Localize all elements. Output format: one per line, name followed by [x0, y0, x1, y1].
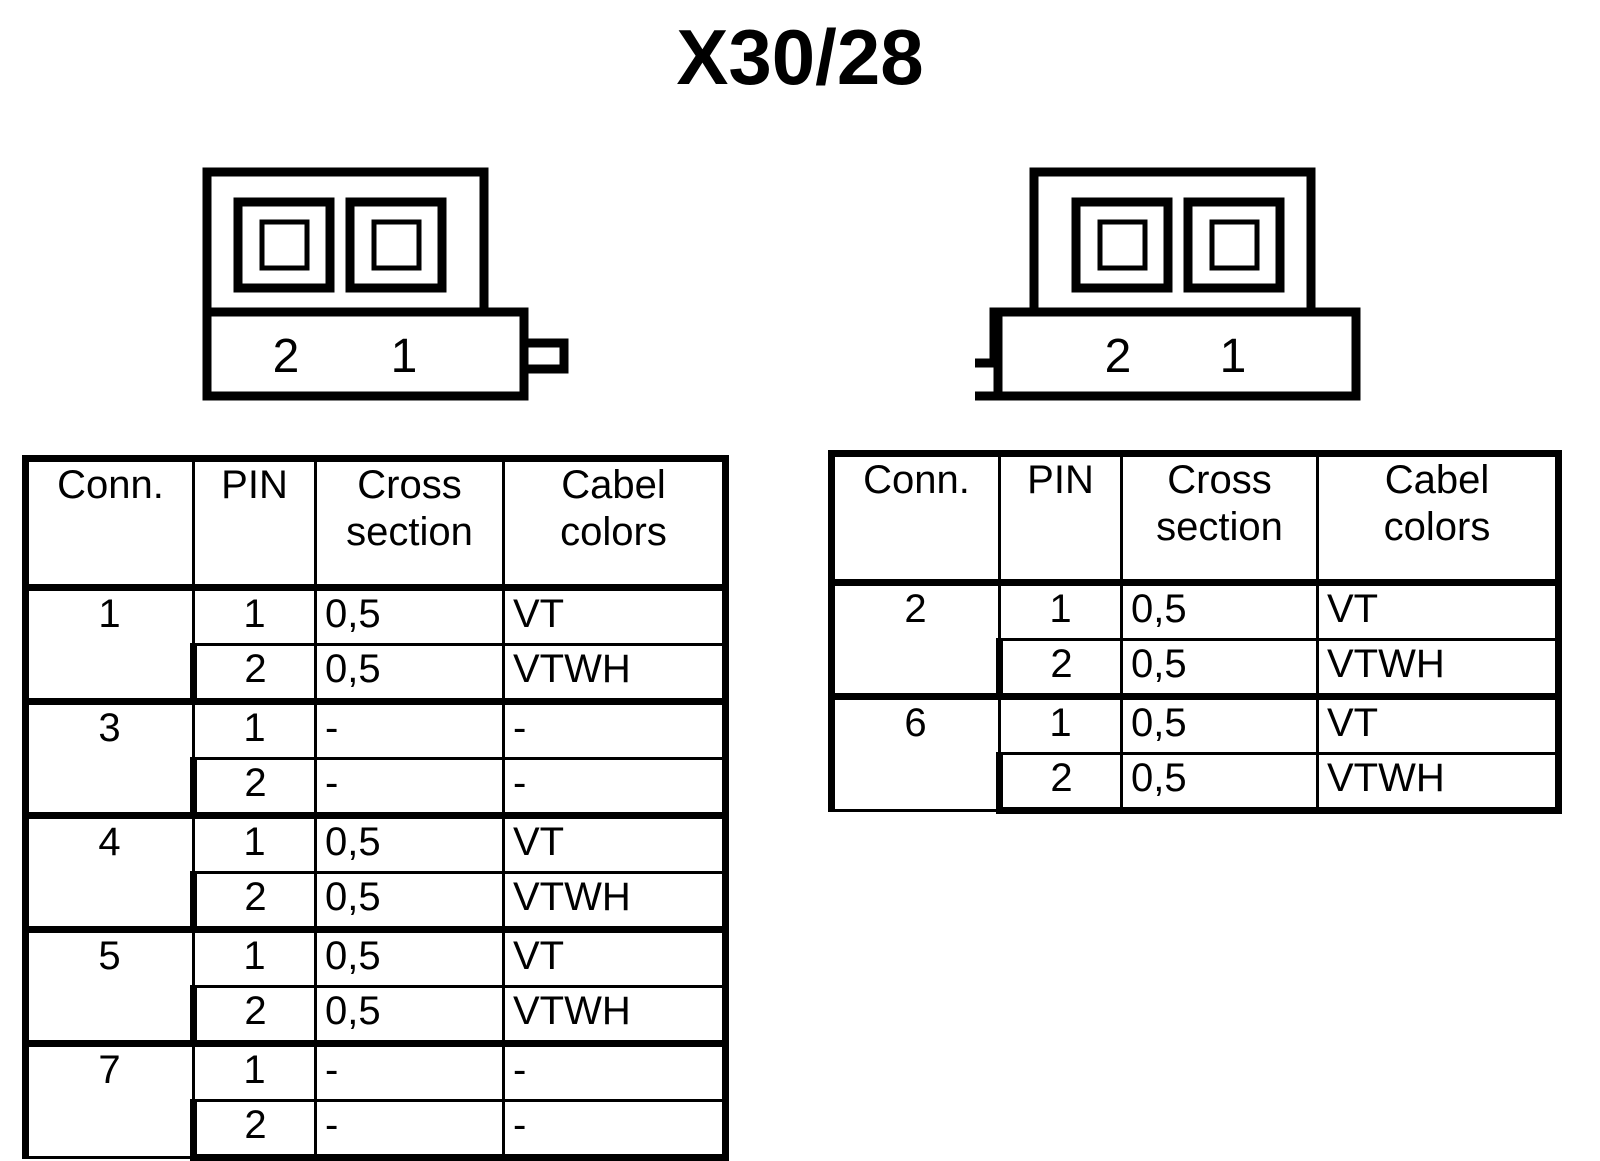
cell-cabel-color: VTWH — [1316, 638, 1562, 698]
cell-cross-section: 0,5 — [1120, 693, 1319, 755]
table-row: 2 - - — [26, 757, 729, 817]
cell-conn: 6 — [828, 693, 1001, 812]
cell-cabel-color: - — [502, 757, 729, 817]
table-row: 2 0,5 VTWH — [26, 643, 729, 703]
cell-cabel-color: VT — [1316, 693, 1562, 755]
table-header-row: Conn. PIN Cross section Cabel colors — [22, 455, 729, 589]
cell-pin: 1 — [998, 579, 1123, 641]
left-connector-latch-tab — [519, 338, 569, 374]
cell-cross-section: - — [314, 757, 505, 817]
right-connector-pin-label-2: 2 — [1105, 330, 1132, 383]
cell-pin: 2 — [190, 757, 317, 817]
left-connector-pin-2-inner — [259, 219, 310, 271]
left-connector-pin-1-inner — [371, 219, 422, 271]
page-title: X30/28 — [676, 13, 924, 101]
cell-pin: 2 — [190, 643, 317, 703]
cell-cabel-color: VTWH — [1316, 752, 1562, 814]
cell-conn: 5 — [22, 926, 195, 1045]
cell-cross-section: 0,5 — [1120, 579, 1319, 641]
cell-pin: 1 — [998, 693, 1123, 755]
right-pin-table: Conn. PIN Cross section Cabel colors 2 1… — [828, 450, 1562, 814]
cell-cabel-color: VT — [502, 926, 729, 988]
cell-cross-section: - — [314, 1040, 505, 1102]
cell-cross-section: 0,5 — [1120, 638, 1319, 698]
table-row: 2 0,5 VTWH — [26, 871, 729, 931]
cell-cross-section: - — [314, 698, 505, 760]
right-connector-lower-body — [989, 307, 1361, 401]
cell-conn: 4 — [22, 812, 195, 931]
table-row: 2 0,5 VTWH — [26, 985, 729, 1045]
cell-conn: 1 — [22, 584, 195, 703]
cell-pin: 2 — [996, 638, 1123, 698]
cell-pin: 1 — [192, 584, 317, 646]
table-row: 2 0,5 VTWH — [832, 752, 1562, 814]
cell-cabel-color: VT — [1316, 579, 1562, 641]
right-connector-pin-label-1: 1 — [1220, 330, 1247, 383]
table-row: 1 1 0,5 VT — [22, 584, 729, 703]
table-row: 5 1 0,5 VT — [22, 926, 729, 1045]
cell-cabel-color: - — [502, 698, 729, 760]
right-connector-diagram: 2 1 — [975, 167, 1361, 401]
left-connector-pin-label-1: 1 — [391, 330, 418, 383]
table-row: 3 1 - - — [22, 698, 729, 817]
header-cabel-colors: Cabel colors — [1316, 450, 1562, 584]
right-connector-pin-2-inner — [1097, 219, 1148, 271]
table-row: 4 1 0,5 VT — [22, 812, 729, 931]
table-row: 2 1 0,5 VT — [828, 579, 1562, 698]
cell-cross-section: - — [314, 1099, 505, 1161]
left-connector-lower-body — [202, 307, 529, 401]
cell-pin: 1 — [192, 698, 317, 760]
table-row: 6 1 0,5 VT — [828, 693, 1562, 812]
cell-cross-section: 0,5 — [314, 926, 505, 988]
cell-pin: 1 — [192, 812, 317, 874]
header-pin: PIN — [998, 450, 1123, 584]
cell-cross-section: 0,5 — [314, 985, 505, 1045]
cell-cabel-color: VT — [502, 812, 729, 874]
cell-conn: 2 — [828, 579, 1001, 698]
cell-pin: 1 — [192, 1040, 317, 1102]
header-cross-section: Cross section — [1120, 450, 1319, 584]
cell-cabel-color: VTWH — [502, 643, 729, 703]
cell-cross-section: 0,5 — [314, 871, 505, 931]
table-row: 2 0,5 VTWH — [832, 638, 1562, 698]
header-cross-section: Cross section — [314, 455, 505, 589]
cell-cabel-color: VTWH — [502, 985, 729, 1045]
cell-cross-section: 0,5 — [1120, 752, 1319, 814]
table-row: 2 - - — [26, 1099, 729, 1161]
cell-pin: 2 — [190, 871, 317, 931]
left-connector-diagram: 2 1 — [202, 167, 569, 401]
cell-cross-section: 0,5 — [314, 643, 505, 703]
cell-pin: 2 — [190, 985, 317, 1045]
right-connector-latch-tab — [975, 358, 1003, 401]
cell-cabel-color: VT — [502, 584, 729, 646]
header-pin: PIN — [192, 455, 317, 589]
table-row: 7 1 - - — [22, 1040, 729, 1159]
header-cabel-colors: Cabel colors — [502, 455, 729, 589]
header-conn: Conn. — [828, 450, 1001, 584]
cell-conn: 3 — [22, 698, 195, 817]
cell-cabel-color: - — [502, 1040, 729, 1102]
right-connector-pin-1-inner — [1209, 219, 1260, 271]
header-conn: Conn. — [22, 455, 195, 589]
cell-conn: 7 — [22, 1040, 195, 1159]
cell-pin: 2 — [190, 1099, 317, 1161]
cell-pin: 1 — [192, 926, 317, 988]
left-connector-pin-label-2: 2 — [273, 330, 300, 383]
left-pin-table: Conn. PIN Cross section Cabel colors 1 1… — [22, 455, 729, 1161]
cell-cabel-color: - — [502, 1099, 729, 1161]
cell-cross-section: 0,5 — [314, 584, 505, 646]
table-header-row: Conn. PIN Cross section Cabel colors — [828, 450, 1562, 584]
cell-cross-section: 0,5 — [314, 812, 505, 874]
cell-pin: 2 — [996, 752, 1123, 814]
cell-cabel-color: VTWH — [502, 871, 729, 931]
